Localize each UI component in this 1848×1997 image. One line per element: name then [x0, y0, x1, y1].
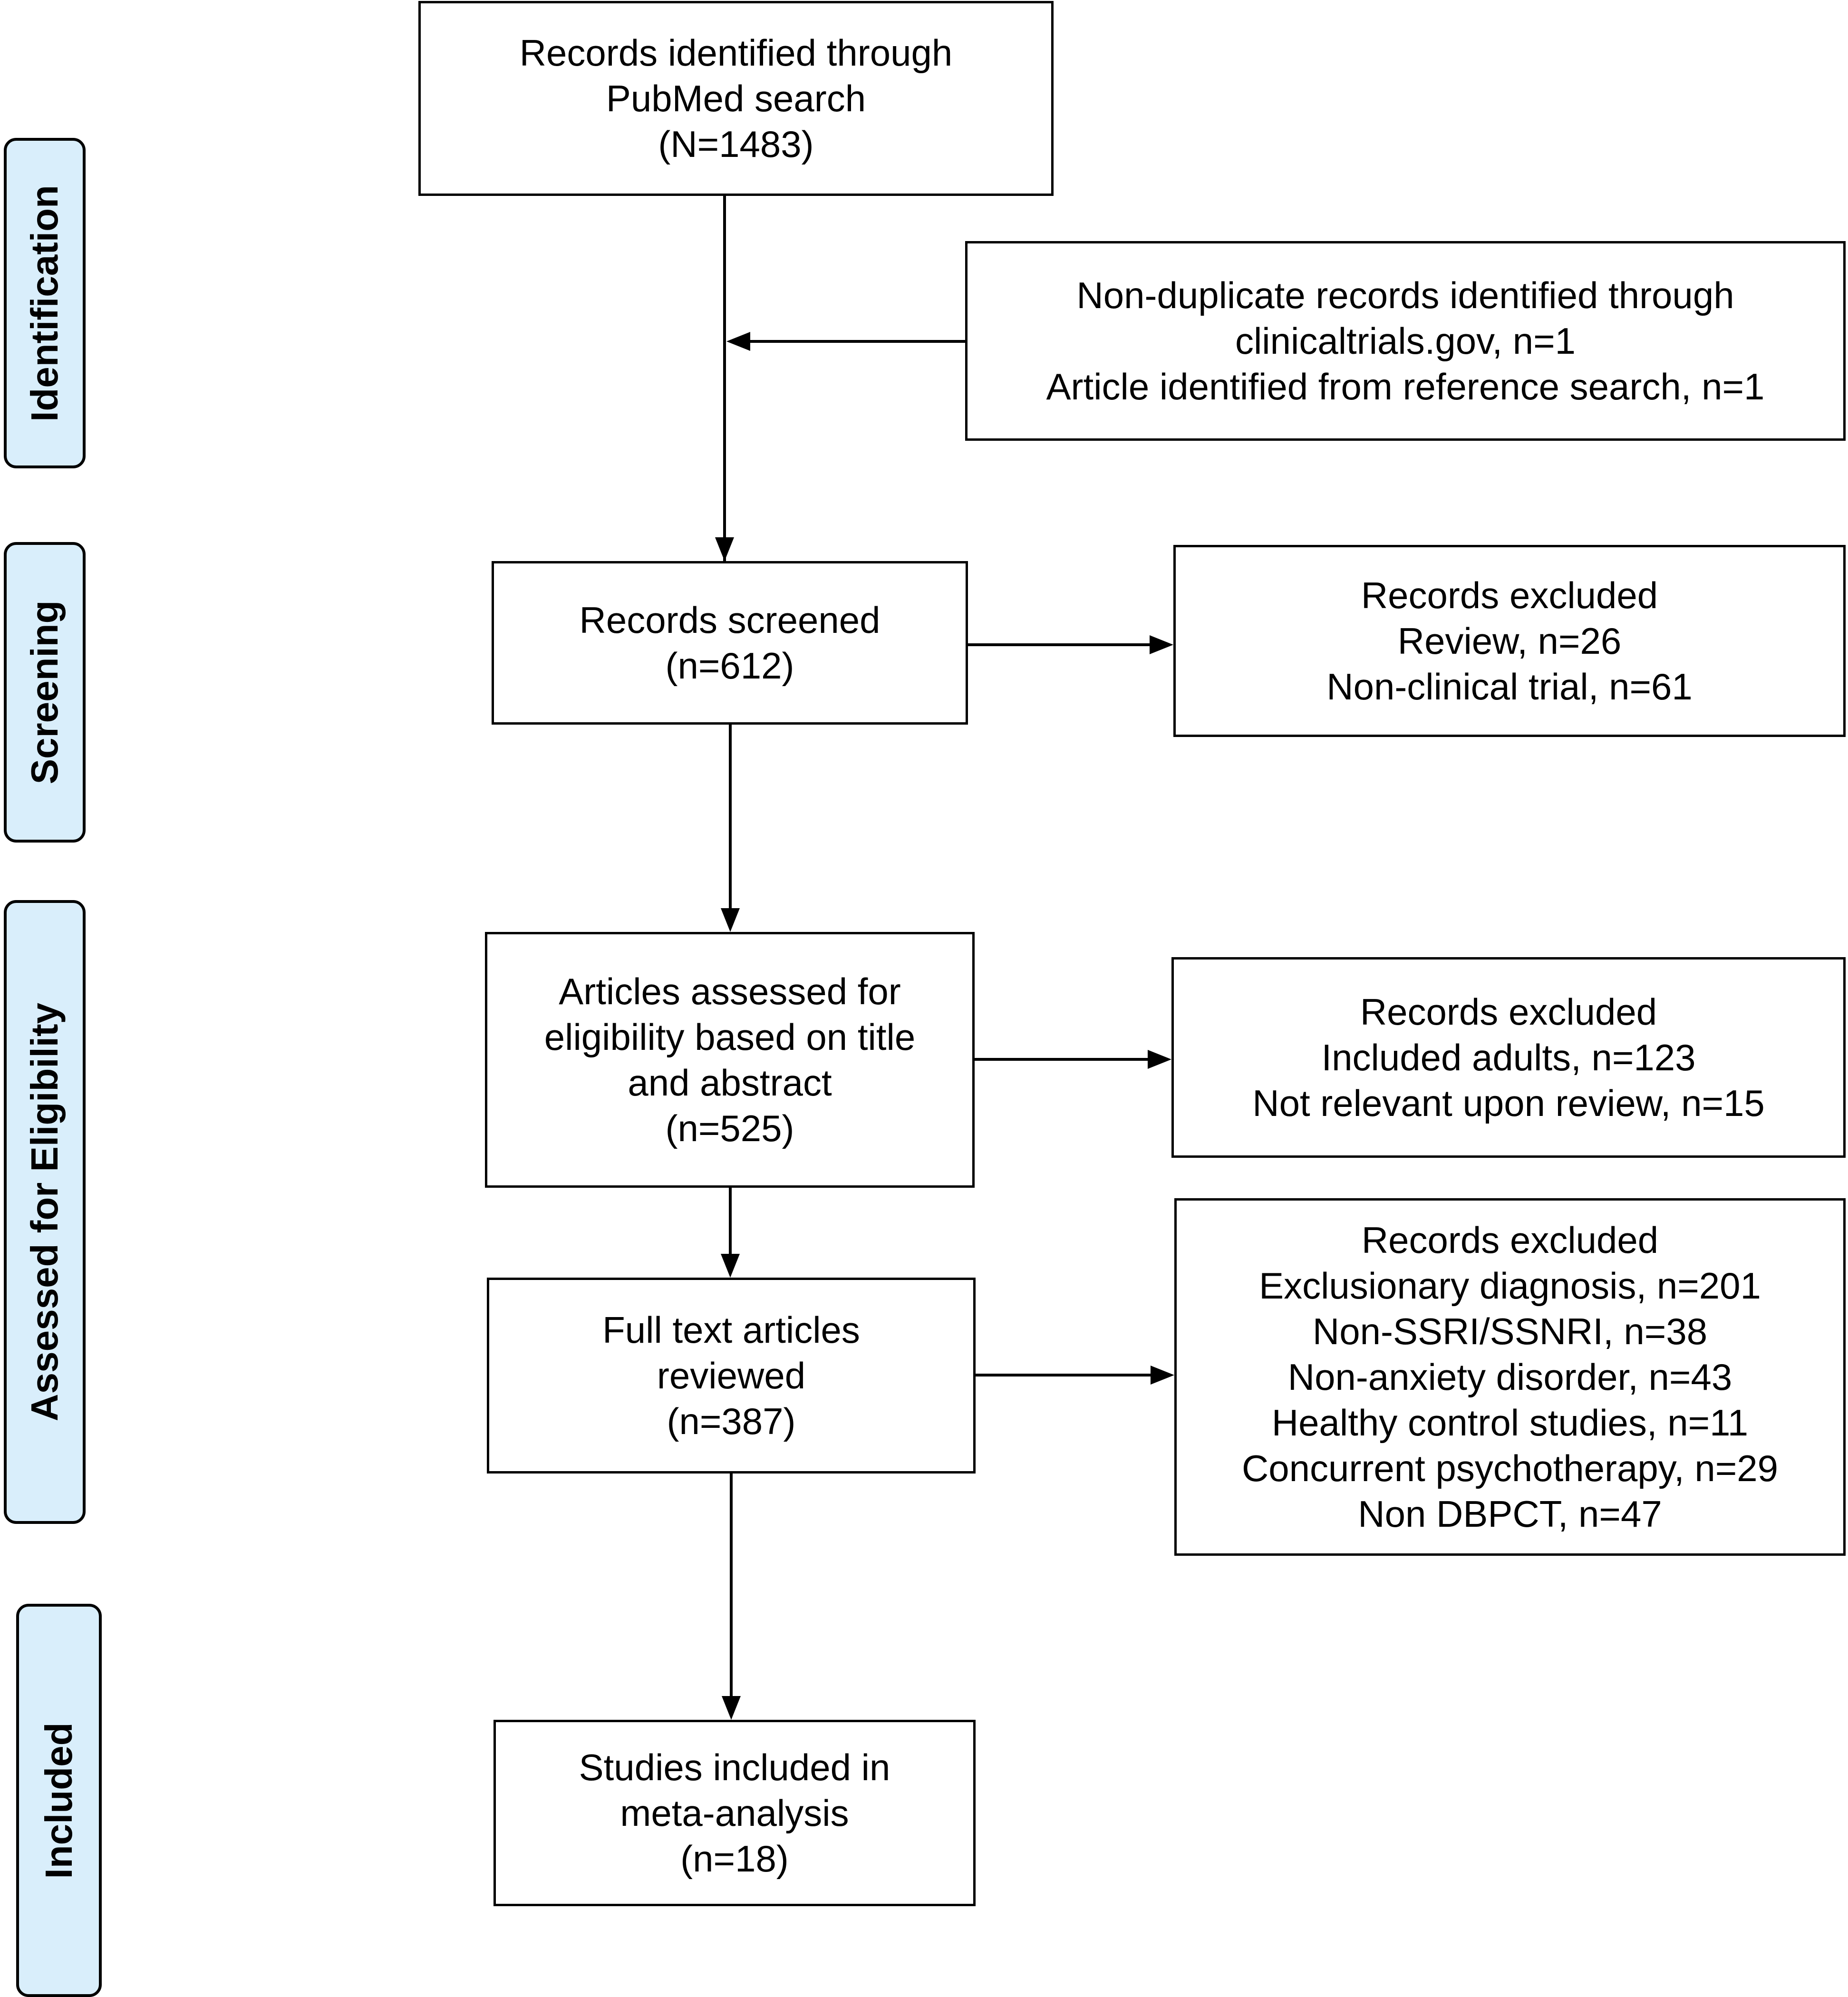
box-fulltext-line-3: (n=387) — [667, 1400, 796, 1442]
arrowhead-screened — [715, 537, 734, 561]
arrowhead-excluded-screening — [1150, 635, 1173, 654]
box-excluded-screening: Records excluded Review, n=26 Non-clinic… — [1173, 545, 1846, 737]
box-fulltext-reviewed: Full text articles reviewed (n=387) — [487, 1278, 976, 1474]
box-excluded-assessed-line-1: Records excluded — [1360, 991, 1657, 1033]
box-excluded-fulltext-line-5: Healthy control studies, n=11 — [1271, 1402, 1749, 1444]
box-pubmed-records: Records identified through PubMed search… — [418, 1, 1054, 196]
box-excluded-assessed: Records excluded Included adults, n=123 … — [1171, 957, 1846, 1158]
box-assessed-line-1: Articles assessed for — [559, 970, 901, 1012]
box-pubmed-line-1: Records identified through — [519, 32, 953, 74]
box-excluded-fulltext-line-1: Records excluded — [1361, 1219, 1659, 1261]
box-excluded-fulltext-line-7: Non DBPCT, n=47 — [1358, 1493, 1662, 1535]
stage-included: Included — [16, 1604, 102, 1997]
box-additional-line-3: Article identified from reference search… — [1046, 366, 1765, 407]
box-screened-line-1: Records screened — [579, 599, 880, 641]
box-included-line-3: (n=18) — [680, 1838, 789, 1880]
box-excluded-assessed-line-3: Not relevant upon review, n=15 — [1252, 1082, 1765, 1124]
box-articles-assessed: Articles assessed for eligibility based … — [485, 932, 975, 1188]
arrowhead-additional — [726, 332, 750, 351]
box-assessed-line-4: (n=525) — [665, 1107, 794, 1149]
box-additional-line-1: Non-duplicate records identified through — [1076, 274, 1734, 316]
box-fulltext-line-1: Full text articles — [602, 1309, 860, 1351]
box-included-line-2: meta-analysis — [620, 1792, 849, 1834]
box-assessed-line-3: and abstract — [628, 1062, 832, 1104]
arrowhead-assessed — [721, 908, 740, 932]
box-records-screened: Records screened (n=612) — [492, 561, 968, 725]
box-excluded-assessed-line-2: Included adults, n=123 — [1321, 1037, 1696, 1078]
box-excluded-fulltext-line-6: Concurrent psychotherapy, n=29 — [1241, 1447, 1779, 1489]
box-excluded-fulltext: Records excluded Exclusionary diagnosis,… — [1174, 1198, 1846, 1556]
stage-screening: Screening — [4, 542, 86, 843]
box-excluded-screening-line-2: Review, n=26 — [1397, 620, 1622, 662]
box-additional-records: Non-duplicate records identified through… — [965, 241, 1846, 441]
box-screened-line-2: (n=612) — [665, 645, 794, 687]
arrowhead-excluded-fulltext — [1151, 1366, 1174, 1385]
box-excluded-screening-line-3: Non-clinical trial, n=61 — [1326, 666, 1693, 708]
box-assessed-line-2: eligibility based on title — [544, 1016, 916, 1058]
arrowhead-fulltext — [721, 1254, 740, 1278]
arrowhead-excluded-assessed — [1148, 1050, 1171, 1069]
box-excluded-fulltext-line-4: Non-anxiety disorder, n=43 — [1287, 1356, 1732, 1398]
stage-eligibility: Assessed for Eligibility — [4, 900, 86, 1524]
box-pubmed-line-3: (N=1483) — [658, 123, 814, 165]
box-fulltext-line-2: reviewed — [657, 1355, 806, 1396]
box-excluded-fulltext-line-2: Exclusionary diagnosis, n=201 — [1259, 1265, 1761, 1307]
box-excluded-fulltext-line-3: Non-SSRI/SSNRI, n=38 — [1312, 1310, 1708, 1352]
arrowhead-included — [722, 1696, 741, 1720]
stage-identification: Identification — [4, 138, 86, 468]
box-excluded-screening-line-1: Records excluded — [1361, 574, 1658, 616]
box-studies-included: Studies included in meta-analysis (n=18) — [493, 1720, 976, 1906]
box-additional-line-2: clinicaltrials.gov, n=1 — [1235, 320, 1576, 362]
box-included-line-1: Studies included in — [579, 1746, 890, 1788]
box-pubmed-line-2: PubMed search — [606, 78, 866, 119]
